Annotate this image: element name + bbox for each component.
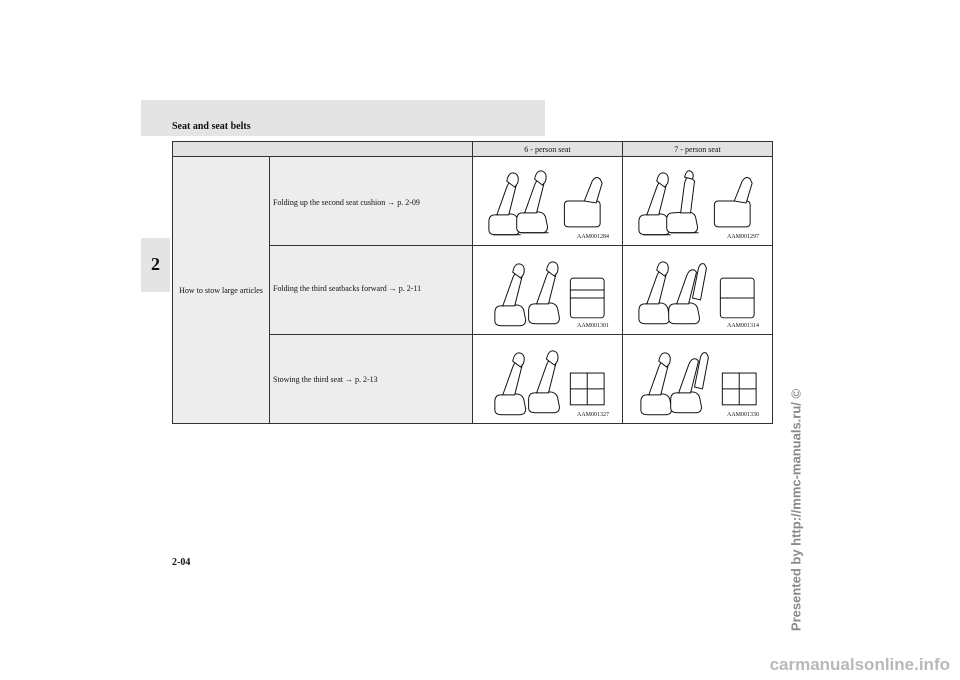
header-band xyxy=(141,100,545,136)
seat-illustration xyxy=(640,352,757,416)
seat-illustration xyxy=(494,350,605,416)
site-footer: carmanualsonline.info xyxy=(769,655,950,674)
illustration-6-person-fold-cushion: AAM001284 xyxy=(472,156,623,246)
figure-code: AAM001301 xyxy=(576,323,609,329)
row-description: Folding the third seatbacks forward → p.… xyxy=(269,245,473,335)
illustration-6-person-fold-seatbacks: AAM001301 xyxy=(472,245,623,335)
illustration-6-person-stow-seat: AAM001327 xyxy=(472,334,623,424)
chapter-tab: 2 xyxy=(141,238,170,292)
figure-code: AAM001330 xyxy=(726,412,759,418)
seat-illustration xyxy=(488,170,603,236)
section-title: Seat and seat belts xyxy=(172,121,251,132)
chapter-number: 2 xyxy=(151,254,160,274)
illustration-7-person-fold-cushion: AAM001297 xyxy=(622,156,773,246)
watermark: Presented by http://mmc-manuals.ru/ © xyxy=(788,340,804,680)
row-description: Folding up the second seat cushion → p. … xyxy=(269,156,473,246)
table-row: Folding the third seatbacks forward → p.… xyxy=(173,245,773,335)
figure-code: AAM001284 xyxy=(576,234,609,240)
figure-code: AAM001327 xyxy=(576,412,609,418)
illustration-7-person-stow-seat: AAM001330 xyxy=(622,334,773,424)
seat-illustration xyxy=(494,261,605,327)
figure-code: AAM001314 xyxy=(726,323,759,329)
column-header-7-person: 7 - person seat xyxy=(622,141,773,157)
figure-code: AAM001297 xyxy=(726,234,759,240)
group-label: How to stow large articles xyxy=(172,156,270,424)
illustration-7-person-fold-seatbacks: AAM001314 xyxy=(622,245,773,335)
table-row: How to stow large articles Folding up th… xyxy=(172,156,773,424)
watermark-text: Presented by http://mmc-manuals.ru/ © xyxy=(788,388,804,632)
seat-illustration xyxy=(638,261,755,325)
header-blank-cell xyxy=(172,141,473,157)
row-description: Stowing the third seat → p. 2-13 xyxy=(269,334,473,424)
table-header-row: 6 - person seat 7 - person seat xyxy=(172,141,773,157)
seat-illustration xyxy=(638,170,753,236)
column-header-6-person: 6 - person seat xyxy=(472,141,623,157)
stowage-table: 6 - person seat 7 - person seat How to s… xyxy=(172,141,773,424)
table-row: Stowing the third seat → p. 2-13 AAM0013… xyxy=(173,334,773,424)
page-number: 2-04 xyxy=(172,557,191,568)
